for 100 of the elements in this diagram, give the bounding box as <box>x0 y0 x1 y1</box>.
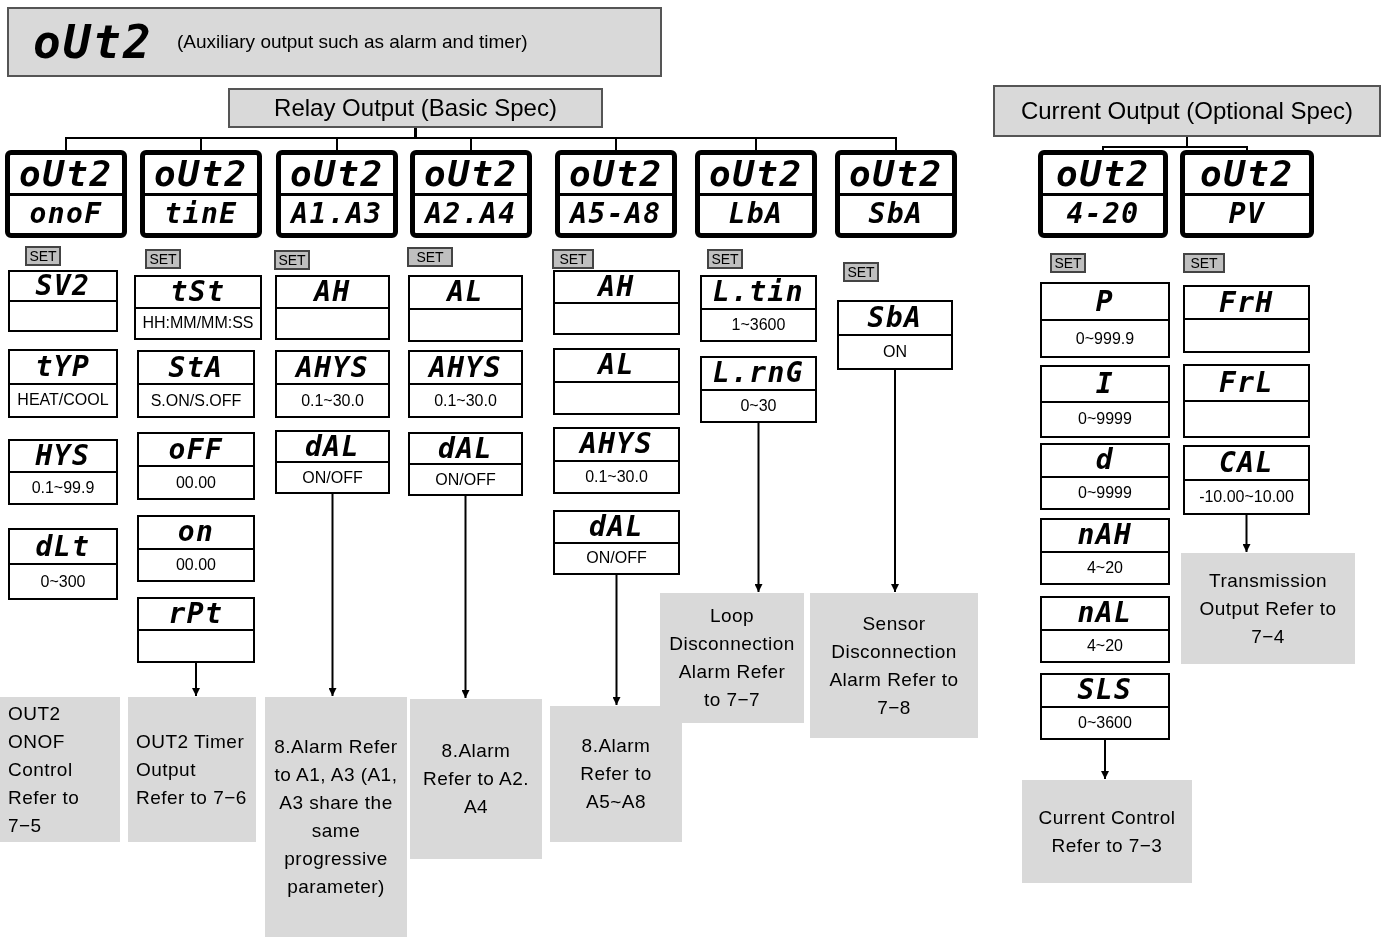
parameter-code: on <box>177 518 215 547</box>
display-code: SbA <box>867 196 925 233</box>
title-note: (Auxiliary output such as alarm and timer) <box>177 29 528 54</box>
parameter-code: FrH <box>1219 288 1274 317</box>
arrow <box>612 574 621 706</box>
parameter-code: AHYS <box>580 430 653 459</box>
parameter-code: dAL <box>589 512 644 541</box>
parameter-code: CAL <box>1219 449 1274 477</box>
reference-note: 8.Alarm Refer to A1, A3 (A1, A3 share the same progressive parameter) <box>265 697 407 937</box>
parameter-range: 0~3600 <box>1078 714 1132 731</box>
lcd-display <box>5 150 127 238</box>
display-code: oUt2 <box>33 19 153 65</box>
parameter-code: P <box>1095 287 1115 316</box>
display-code: oUt2 <box>145 155 257 196</box>
parameter-range: 00.00 <box>175 474 216 491</box>
display-code: oUt2 <box>560 155 672 196</box>
parameter-code: dAL <box>438 434 493 463</box>
display-code: 4-20 <box>1065 196 1141 233</box>
display-code: oUt2 <box>415 155 527 196</box>
lcd-display <box>276 150 398 238</box>
parameter-box <box>553 427 680 494</box>
parameter-range: 0~9999 <box>1078 411 1132 428</box>
title-box <box>7 7 662 77</box>
set-key: SET <box>25 246 61 266</box>
parameter-code: StA <box>168 353 224 382</box>
parameter-code: AHYS <box>296 353 369 382</box>
arrow <box>891 369 899 593</box>
parameter-code: tSt <box>170 277 226 306</box>
reference-note: 8.Alarm Refer to A2. A4 <box>410 699 542 859</box>
parameter-code: AHYS <box>429 353 502 382</box>
parameter-range: 4~20 <box>1086 559 1123 576</box>
arrow <box>192 662 200 697</box>
set-key: SET <box>145 249 181 269</box>
parameter-code: SbA <box>867 304 923 332</box>
parameter-box <box>8 528 118 600</box>
parameter-code: oFF <box>168 435 224 464</box>
parameter-box <box>1040 673 1170 740</box>
parameter-code: HYS <box>35 442 91 470</box>
parameter-box <box>1040 365 1170 438</box>
parameter-range: 0~300 <box>40 573 86 590</box>
parameter-code: d <box>1095 446 1115 475</box>
parameter-box <box>275 430 390 494</box>
parameter-box <box>1183 445 1310 515</box>
set-key: SET <box>274 250 310 270</box>
reference-note: Loop Disconnection Alarm Refer to 7−7 <box>660 593 804 723</box>
reference-note: OUT2 ONOF Control Refer to 7−5 <box>0 697 120 842</box>
display-code: oUt2 <box>700 155 812 196</box>
set-key: SET <box>1183 253 1225 273</box>
parameter-box <box>1183 364 1310 438</box>
parameter-box <box>137 515 255 582</box>
parameter-box <box>275 350 390 418</box>
parameter-range: ON/OFF <box>586 550 647 567</box>
parameter-box <box>700 275 817 342</box>
parameter-box <box>700 356 817 423</box>
set-key: SET <box>552 249 594 269</box>
reference-note: Current Control Refer to 7−3 <box>1022 780 1192 883</box>
arrow <box>754 422 763 593</box>
display-code: A2.A4 <box>423 196 518 233</box>
parameter-box <box>8 349 118 418</box>
display-code: PV <box>1227 196 1267 233</box>
reference-note: 8.Alarm Refer to A5~A8 <box>550 706 682 842</box>
parameter-range: -10.00~10.00 <box>1199 489 1294 505</box>
parameter-box <box>408 350 523 418</box>
set-key: SET <box>407 247 453 267</box>
reference-note: Transmission Output Refer to 7−4 <box>1181 553 1355 664</box>
parameter-box <box>137 432 255 500</box>
parameter-range: ON/OFF <box>435 471 496 488</box>
display-code: onoF <box>28 196 104 233</box>
arrow <box>461 495 470 699</box>
parameter-range: 4~20 <box>1086 637 1123 654</box>
lcd-display <box>835 150 957 238</box>
parameter-range: 0.1~30.0 <box>585 468 648 485</box>
lcd-display <box>410 150 532 238</box>
parameter-code: I <box>1095 369 1115 398</box>
parameter-range: HH:MM/MM:SS <box>142 315 254 332</box>
parameter-box <box>408 432 523 496</box>
parameter-range: 0~999.9 <box>1075 330 1135 347</box>
lcd-display <box>1180 150 1314 238</box>
lcd-display <box>140 150 262 238</box>
reference-note: OUT2 Timer Output Refer to 7−6 <box>128 697 256 842</box>
parameter-range: HEAT/COOL <box>17 392 109 409</box>
parameter-box <box>137 597 255 663</box>
parameter-range: S.ON/S.OFF <box>150 392 242 409</box>
parameter-box <box>8 439 118 505</box>
display-code: A5-A8 <box>568 196 663 233</box>
set-key: SET <box>707 249 743 269</box>
display-code: tinE <box>163 196 239 233</box>
parameter-range: ON/OFF <box>302 469 363 486</box>
parameter-range: 00.00 <box>175 556 216 573</box>
parameter-code: nAH <box>1077 521 1133 550</box>
parameter-box <box>1040 282 1170 358</box>
lcd-display <box>555 150 677 238</box>
parameter-box <box>837 300 953 370</box>
parameter-code: AL <box>447 278 484 307</box>
parameter-box <box>8 270 118 332</box>
parameter-box <box>1183 285 1310 353</box>
parameter-range: 0.1~30.0 <box>434 392 497 409</box>
parameter-box <box>553 270 680 335</box>
section-header: Current Output (Optional Spec) <box>993 85 1381 137</box>
parameter-box <box>134 275 262 340</box>
